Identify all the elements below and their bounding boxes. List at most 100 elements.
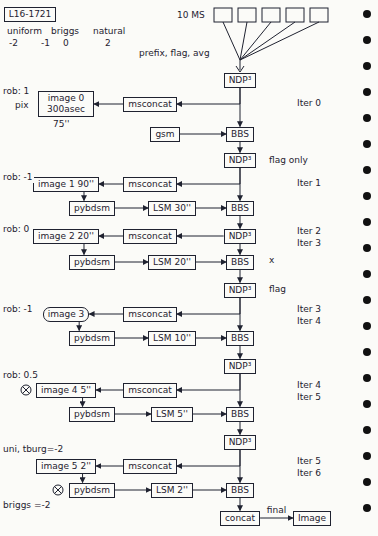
process-box: LSM 20'' — [148, 255, 196, 270]
process-box: LSM 5'' — [151, 407, 193, 422]
process-box: image 4 5'' — [36, 383, 96, 398]
box-text: image 1 90'' — [38, 179, 94, 190]
box-text: BBS — [231, 485, 249, 496]
process-box: Image — [293, 511, 331, 526]
process-box: msconcat — [123, 97, 177, 112]
box-text: msconcat — [128, 231, 172, 242]
process-box: BBS — [226, 407, 254, 422]
box-text: NDP³ — [229, 231, 252, 242]
box-text: NDP³ — [229, 285, 252, 296]
flow-arrow — [196, 338, 226, 339]
box-text: msconcat — [128, 309, 172, 320]
box-text: LSM 10'' — [153, 333, 191, 344]
flow-arrow — [83, 192, 84, 201]
box-text: msconcat — [128, 99, 172, 110]
flow-arrow — [115, 338, 148, 339]
flow-arrow — [177, 168, 240, 185]
flow-arrow — [260, 518, 293, 519]
box-text: image 2 20'' — [38, 231, 94, 242]
flow-arrow — [89, 314, 123, 315]
annotation: briggs =-2 — [2, 500, 51, 511]
box-text: msconcat — [128, 461, 172, 472]
cross-marks — [21, 385, 63, 495]
box-text: pybdsm — [74, 409, 110, 420]
annotation: x — [268, 255, 275, 266]
annotation: uniform — [6, 26, 43, 37]
process-box: NDP³ — [224, 435, 257, 450]
annotation: rob: 0 — [2, 224, 30, 235]
annotation: rob: 1 — [2, 86, 30, 97]
process-box: BBS — [226, 127, 254, 142]
box-text: pybdsm — [74, 485, 110, 496]
process-box: image 3 — [43, 307, 90, 322]
annotation: Iter 4 — [296, 380, 322, 391]
box-text: L16-1721 — [9, 9, 52, 20]
annotation: Iter 5 — [296, 392, 322, 403]
annotation: flag — [268, 284, 287, 295]
flow-arrow — [96, 390, 123, 391]
flow-arrow — [115, 208, 148, 209]
box-text: pybdsm — [74, 333, 110, 344]
annotation: -1 — [40, 38, 51, 49]
flow-arrow — [240, 374, 241, 407]
process-box: LSM 2'' — [151, 483, 193, 498]
box-text: image 5 2'' — [41, 461, 91, 472]
annotation: uni, tburg=-2 — [2, 444, 64, 455]
box-text: BBS — [231, 129, 249, 140]
process-box: image 1 90'' — [33, 177, 99, 192]
process-box: gsm — [150, 127, 179, 142]
annotation: Iter 5 — [296, 456, 322, 467]
box-text: msconcat — [128, 385, 172, 396]
process-box: NDP³ — [224, 229, 257, 244]
box-text: pybdsm — [74, 203, 110, 214]
box-text: image 3 — [48, 309, 85, 320]
annotation: rob: -1 — [2, 172, 34, 183]
flow-arrow — [177, 374, 240, 391]
flow-arrow — [240, 244, 241, 255]
flow-arrow — [196, 208, 226, 209]
flow-arrow — [180, 134, 226, 135]
flow-arrow — [82, 474, 83, 483]
annotation: Iter 3 — [296, 304, 322, 315]
annotation: rob: 0.5 — [2, 370, 39, 381]
annotation: -2 — [8, 38, 19, 49]
annotation: 2 — [104, 38, 112, 49]
box-text: Image — [298, 513, 326, 524]
process-box: NDP³ — [224, 73, 257, 88]
process-box: BBS — [226, 331, 254, 346]
process-box: NDP³ — [224, 359, 257, 374]
flow-arrow — [240, 142, 241, 153]
process-box: msconcat — [123, 459, 177, 474]
flow-arrow — [94, 104, 123, 105]
flow-arrow — [240, 346, 241, 359]
box-text: BBS — [231, 203, 249, 214]
process-box: BBS — [226, 255, 254, 270]
flow-arrow — [240, 498, 241, 511]
annotation: rob: -1 — [2, 304, 34, 315]
annotation: flag only — [268, 155, 309, 166]
box-text: pybdsm — [74, 257, 110, 268]
annotation: briggs — [50, 26, 80, 37]
process-box: msconcat — [123, 177, 177, 192]
process-box: pybdsm — [69, 255, 115, 270]
flow-arrow — [115, 262, 148, 263]
flow-arrow — [177, 236, 224, 237]
flow-arrow — [193, 490, 226, 491]
process-box: pybdsm — [69, 483, 115, 498]
flow-arrow — [240, 88, 241, 127]
annotation: Iter 6 — [296, 468, 322, 479]
flow-arrow — [177, 88, 240, 105]
box-text: gsm — [155, 129, 174, 140]
process-box: BBS — [226, 483, 254, 498]
process-box: image 5 2'' — [36, 459, 96, 474]
flow-arrow — [99, 236, 123, 237]
box-text: LSM 5'' — [156, 409, 188, 420]
process-box: LSM 30'' — [148, 201, 196, 216]
flow-arrow — [240, 450, 241, 483]
process-box: msconcat — [123, 383, 177, 398]
process-box: pybdsm — [69, 201, 115, 216]
annotation: prefix, flag, avg — [138, 48, 211, 59]
annotation: pix — [14, 100, 30, 111]
annotation: Iter 1 — [296, 178, 322, 189]
annotation: 10 MS — [176, 10, 206, 21]
